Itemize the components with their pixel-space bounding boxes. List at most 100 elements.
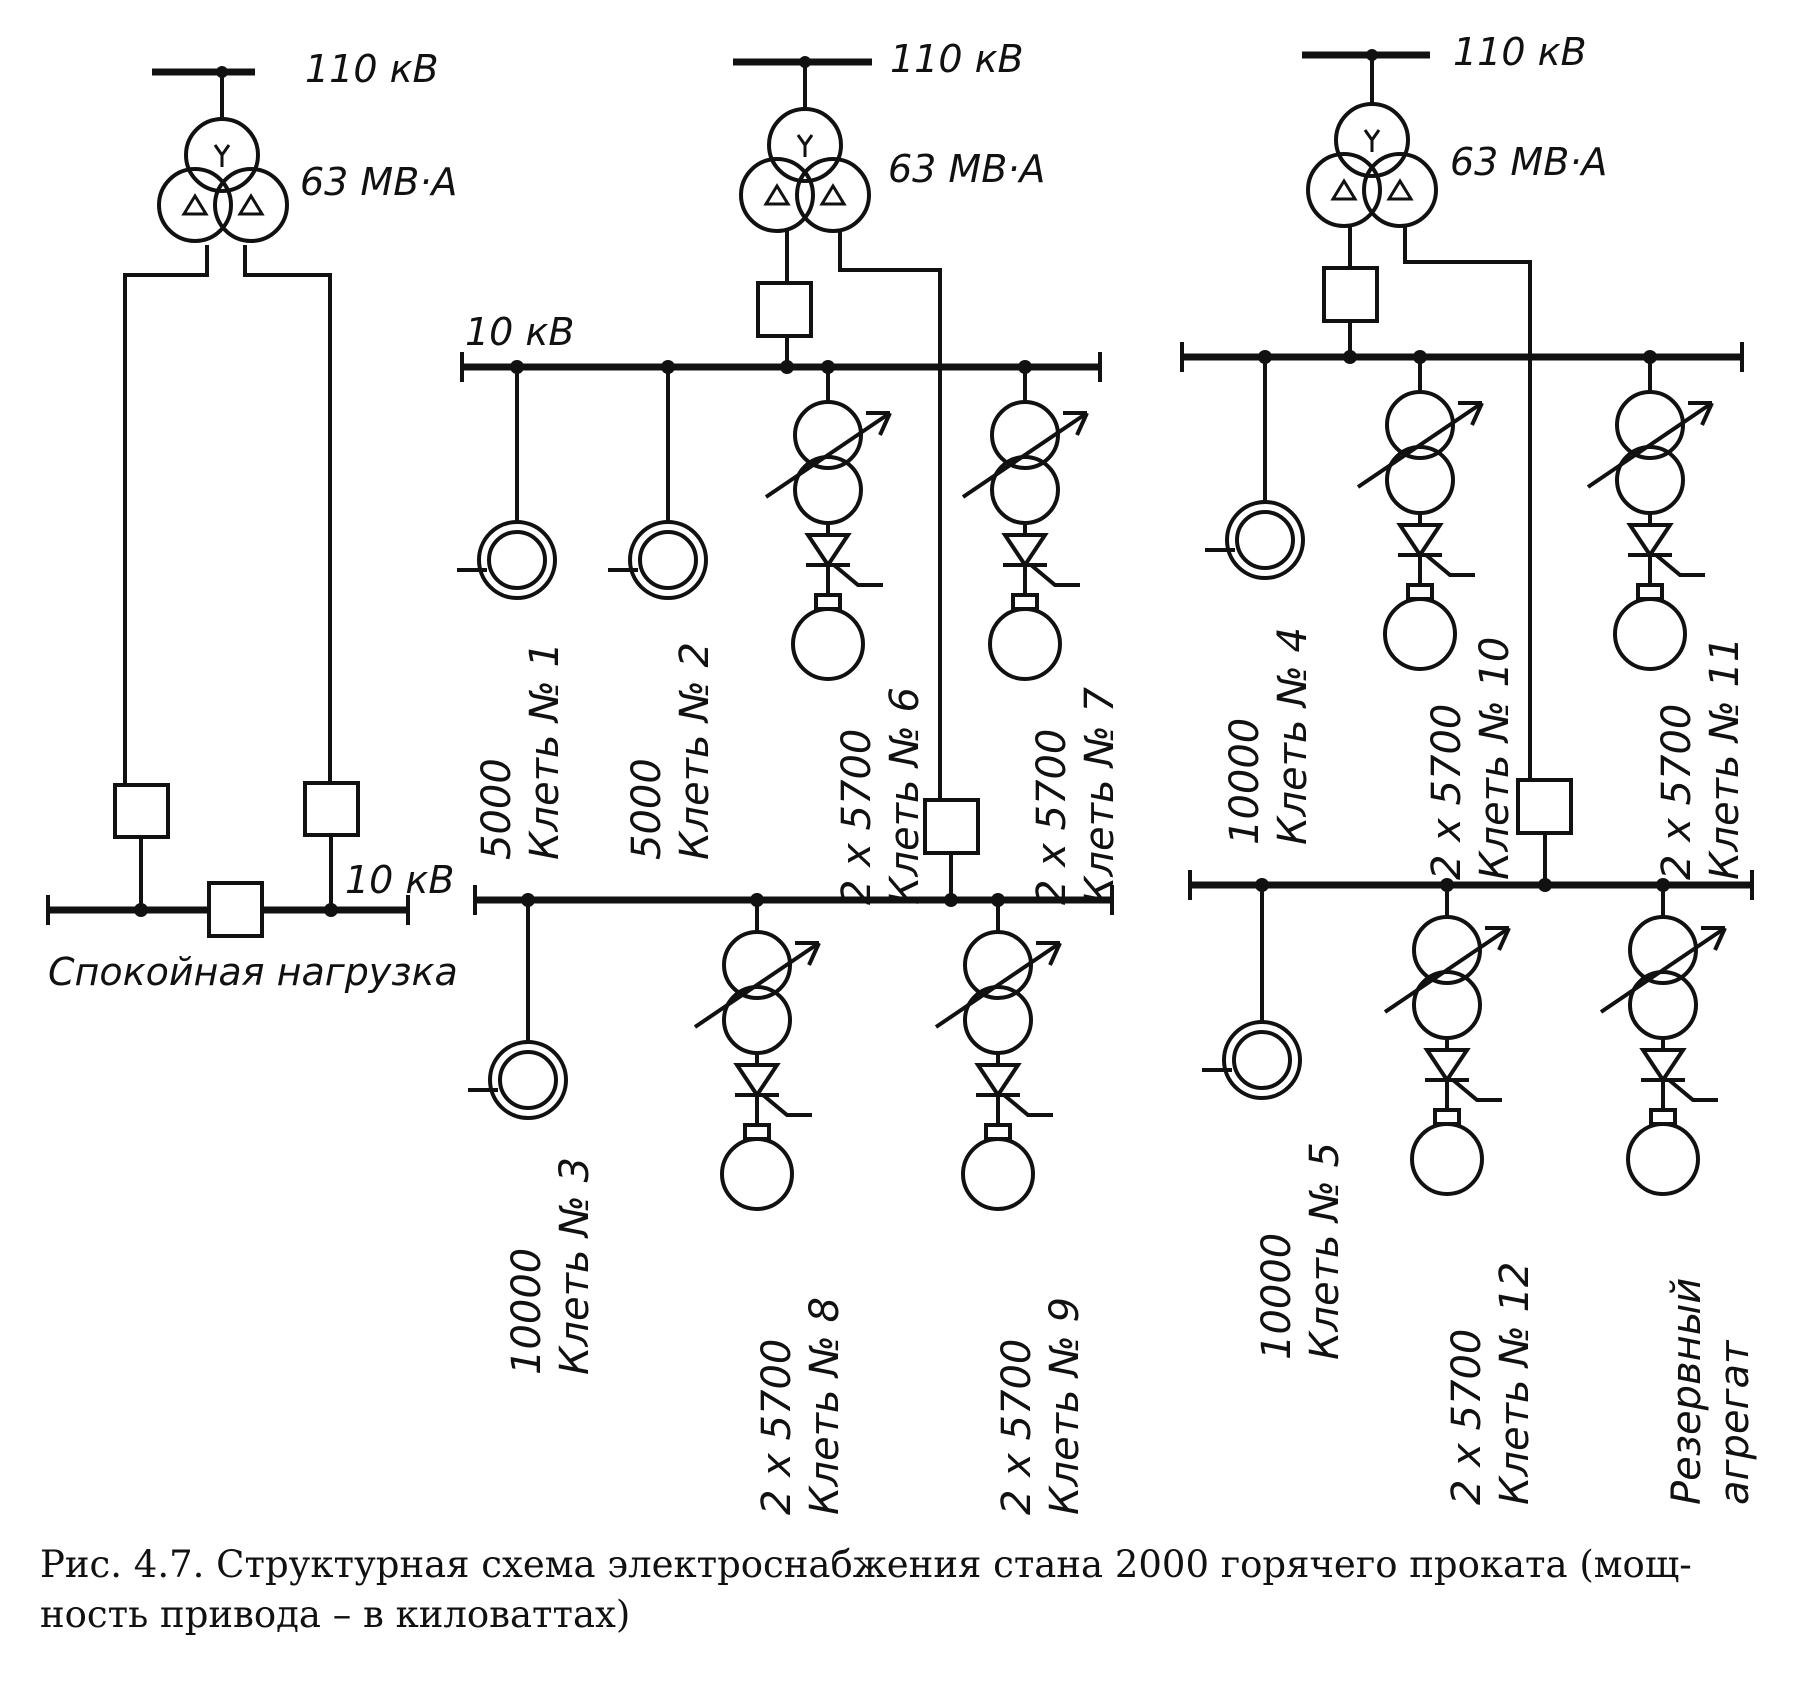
dc-motor-icon bbox=[1613, 583, 1687, 671]
supply-voltage-label: 110 кВ bbox=[305, 47, 439, 91]
three-winding-transformer-icon bbox=[157, 117, 289, 243]
thyristor-icon bbox=[1423, 1048, 1502, 1102]
three-winding-transformer-icon bbox=[739, 107, 871, 233]
dc-motor-icon bbox=[988, 593, 1062, 681]
substation-1: 110 кВ 63 МВ·А 10 кВ Спокойная нагрузка bbox=[46, 47, 458, 994]
load-name: Клеть № 7 bbox=[1077, 687, 1123, 905]
transformer-rating-label: 63 МВ·А bbox=[888, 147, 1045, 191]
load-stand-8: 2 x 5700Клеть № 8 bbox=[693, 893, 848, 1515]
load-stand-10: 2 x 5700Клеть № 10 bbox=[1356, 350, 1518, 880]
thyristor-icon bbox=[1396, 523, 1475, 577]
regulated-transformer-icon bbox=[764, 400, 892, 525]
transformer-rating-label: 63 МВ·А bbox=[300, 160, 457, 204]
circuit-breaker-icon bbox=[1322, 266, 1379, 323]
load-power: 2 x 5700 bbox=[1444, 1329, 1490, 1505]
load-label: 2 x 5700Клеть № 6 bbox=[834, 687, 928, 905]
dc-motor-icon bbox=[961, 1123, 1035, 1211]
supply-voltage-label: 110 кВ bbox=[1453, 30, 1587, 74]
circuit-breaker-icon bbox=[923, 798, 980, 855]
figure-caption-line-1: Рис. 4.7. Структурная схема электроснабж… bbox=[40, 1543, 1692, 1586]
load-power: 2 x 5700 bbox=[1424, 704, 1470, 880]
load-label: 5000Клеть № 2 bbox=[624, 642, 718, 860]
load-power: 2 x 5700 bbox=[754, 1339, 800, 1515]
load-name: Клеть № 1 bbox=[522, 642, 568, 860]
load-name: Клеть № 8 bbox=[802, 1297, 848, 1515]
load-power: 10000 bbox=[504, 1248, 550, 1375]
circuit-breaker-icon bbox=[303, 781, 360, 837]
load-label: 10000Клеть № 4 bbox=[1222, 627, 1316, 845]
load-label: 2 x 5700Клеть № 7 bbox=[1029, 687, 1123, 905]
substation-2: 110 кВ 63 МВ·А 10 кВ bbox=[460, 37, 1114, 915]
circuit-breaker-icon bbox=[113, 783, 170, 839]
load-label: 2 x 5700Клеть № 9 bbox=[994, 1297, 1088, 1515]
thyristor-icon bbox=[1639, 1048, 1718, 1102]
load-reserve: Резервныйагрегат bbox=[1599, 878, 1758, 1505]
load-name: Клеть № 6 bbox=[882, 687, 928, 905]
load-label: 10000Клеть № 3 bbox=[504, 1157, 598, 1375]
load-label: 10000Клеть № 5 bbox=[1254, 1142, 1348, 1360]
bus-voltage-label: 10 кВ bbox=[465, 310, 574, 354]
load-name: Клеть № 5 bbox=[1302, 1142, 1348, 1360]
load-label: 2 x 5700Клеть № 10 bbox=[1424, 637, 1518, 880]
thyristor-icon bbox=[804, 533, 883, 587]
regulated-transformer-icon bbox=[961, 400, 1089, 525]
bus-tie-breaker-icon bbox=[207, 881, 264, 938]
thyristor-icon bbox=[974, 1063, 1053, 1117]
load-stand-12: 2 x 5700Клеть № 12 bbox=[1383, 878, 1538, 1505]
quiet-load-label: Спокойная нагрузка bbox=[48, 950, 458, 994]
load-stand-2: 5000Клеть № 2 bbox=[608, 360, 718, 860]
synchronous-motor-icon bbox=[457, 520, 557, 600]
transformer-rating-label: 63 МВ·А bbox=[1450, 140, 1607, 184]
thyristor-icon bbox=[1001, 533, 1080, 587]
load-name: Клеть № 11 bbox=[1702, 637, 1748, 880]
circuit-breaker-icon bbox=[756, 281, 813, 338]
load-stand-5: 10000Клеть № 5 bbox=[1202, 878, 1348, 1360]
load-power: 2 x 5700 bbox=[994, 1339, 1040, 1515]
load-label: 5000Клеть № 1 bbox=[474, 642, 568, 860]
synchronous-motor-icon bbox=[468, 1040, 568, 1120]
synchronous-motor-icon bbox=[1205, 500, 1305, 580]
synchronous-motor-icon bbox=[1202, 1020, 1302, 1100]
three-winding-transformer-icon bbox=[1306, 102, 1438, 228]
load-label: Резервныйагрегат bbox=[1664, 1278, 1758, 1505]
load-stand-3: 10000Клеть № 3 bbox=[468, 893, 598, 1375]
regulated-transformer-icon bbox=[1383, 915, 1511, 1040]
load-power: 5000 bbox=[474, 758, 520, 860]
load-power: 10000 bbox=[1254, 1233, 1300, 1360]
regulated-transformer-icon bbox=[693, 930, 821, 1055]
regulated-transformer-icon bbox=[1599, 915, 1727, 1040]
load-stand-11: 2 x 5700Клеть № 11 bbox=[1586, 350, 1748, 880]
thyristor-icon bbox=[1626, 523, 1705, 577]
load-name: Клеть № 9 bbox=[1042, 1297, 1088, 1515]
dc-motor-icon bbox=[1383, 583, 1457, 671]
load-name: агрегат bbox=[1712, 1339, 1758, 1505]
dc-motor-icon bbox=[1626, 1108, 1700, 1196]
load-power: 2 x 5700 bbox=[834, 729, 880, 905]
quiet-load-voltage-label: 10 кВ bbox=[345, 858, 454, 902]
load-stand-1: 5000Клеть № 1 bbox=[457, 360, 568, 860]
load-stand-4: 10000Клеть № 4 bbox=[1205, 350, 1316, 845]
circuit-breaker-icon bbox=[1516, 778, 1573, 835]
load-power: 2 x 5700 bbox=[1654, 704, 1700, 880]
load-name: Клеть № 12 bbox=[1492, 1262, 1538, 1505]
load-name: Клеть № 3 bbox=[552, 1157, 598, 1375]
dc-motor-icon bbox=[720, 1123, 794, 1211]
supply-voltage-label: 110 кВ bbox=[890, 37, 1024, 81]
load-name: Клеть № 4 bbox=[1270, 627, 1316, 845]
load-label: 2 x 5700Клеть № 12 bbox=[1444, 1262, 1538, 1505]
load-power: Резервный bbox=[1664, 1278, 1710, 1505]
load-stand-7: 2 x 5700Клеть № 7 bbox=[961, 360, 1123, 905]
load-name: Клеть № 2 bbox=[672, 642, 718, 860]
regulated-transformer-icon bbox=[1586, 390, 1714, 515]
dc-motor-icon bbox=[791, 593, 865, 681]
load-label: 2 x 5700Клеть № 8 bbox=[754, 1297, 848, 1515]
regulated-transformer-icon bbox=[1356, 390, 1484, 515]
load-power: 5000 bbox=[624, 758, 670, 860]
synchronous-motor-icon bbox=[608, 520, 708, 600]
load-power: 2 x 5700 bbox=[1029, 729, 1075, 905]
load-label: 2 x 5700Клеть № 11 bbox=[1654, 637, 1748, 880]
load-stand-9: 2 x 5700Клеть № 9 bbox=[934, 893, 1088, 1515]
regulated-transformer-icon bbox=[934, 930, 1062, 1055]
